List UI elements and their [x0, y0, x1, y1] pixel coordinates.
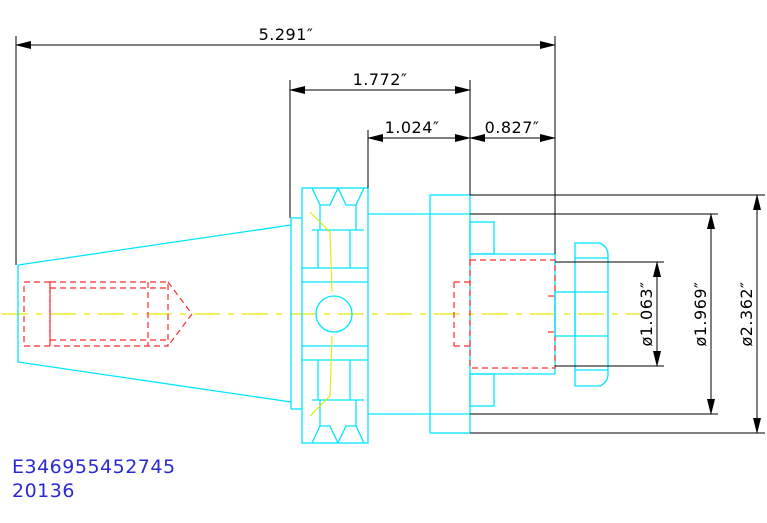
- flange: [290, 187, 369, 444]
- part-number-label: E346955452745: [12, 456, 176, 478]
- dim-neck-length: 1.024″: [385, 118, 440, 137]
- dim-bore-diameter: ø1.063″: [637, 281, 656, 346]
- collar: [429, 194, 556, 434]
- clamp-nut: [554, 242, 609, 387]
- nose-bore-hidden: [453, 259, 556, 369]
- dim-bore-depth: 0.827″: [485, 118, 540, 137]
- dim-collar-diameter: ø1.969″: [691, 281, 710, 346]
- taper-shank: [17, 224, 292, 403]
- threaded-bore-hidden: [23, 281, 193, 347]
- dim-nose-diameter: ø2.362″: [737, 281, 756, 346]
- dim-overall-length: 5.291″: [259, 25, 314, 44]
- dimension-lines: [15, 36, 765, 434]
- neck: [368, 213, 430, 415]
- circle-icon: [315, 295, 353, 333]
- part-code-label: 20136: [12, 480, 75, 502]
- dim-shank-length: 1.772″: [353, 70, 408, 89]
- drive-slot-hint: [309, 211, 333, 417]
